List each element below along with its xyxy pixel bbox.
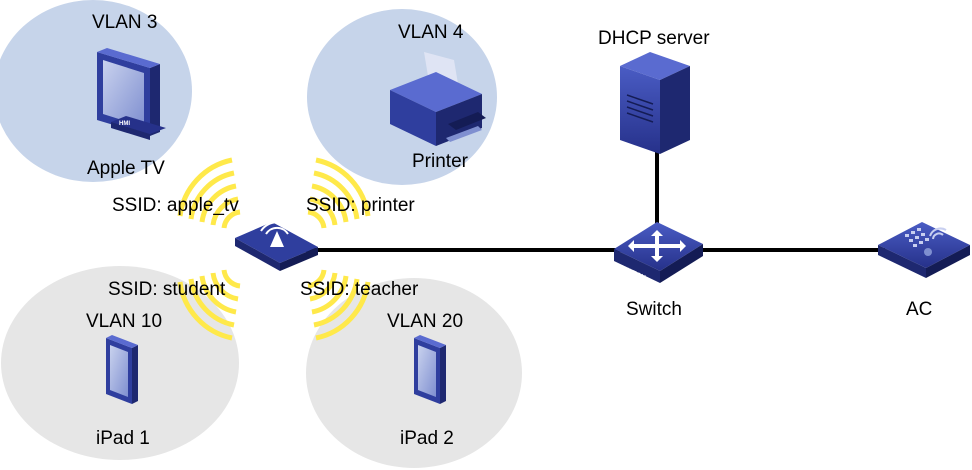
tablet-icon — [106, 335, 138, 404]
vlan-4-label: VLAN 4 — [398, 22, 464, 43]
ssid-teacher-label: SSID: teacher — [300, 279, 419, 300]
switch-label: Switch — [626, 299, 682, 320]
printer-label: Printer — [412, 151, 469, 172]
printer-icon — [390, 52, 486, 146]
tablet-icon — [414, 335, 446, 404]
vlan-3-label: VLAN 3 — [92, 12, 157, 33]
monitor-badge: HMI — [119, 121, 130, 127]
wifi-signal-lower-right — [307, 269, 371, 341]
ipad-2-label: iPad 2 — [400, 428, 454, 449]
access-controller-icon[interactable] — [878, 222, 970, 278]
monitor-icon: HMI — [97, 48, 166, 140]
vlan-20-label: VLAN 20 — [387, 311, 463, 332]
wifi-signal-upper-right — [307, 157, 371, 229]
switch-icon[interactable]: SWITCH — [614, 222, 703, 283]
wireless-ap-icon[interactable] — [235, 221, 318, 271]
ssid-student-label: SSID: student — [108, 279, 226, 300]
ipad-1-label: iPad 1 — [96, 428, 150, 449]
vlan-10-label: VLAN 10 — [86, 311, 162, 332]
apple-tv-label: Apple TV — [87, 158, 165, 179]
ac-label: AC — [906, 299, 932, 320]
ssid-printer-label: SSID: printer — [306, 195, 415, 216]
ssid-apple-tv-label: SSID: apple_tv — [112, 195, 239, 216]
wifi-signal-upper-left — [177, 157, 241, 229]
server-icon[interactable] — [620, 52, 690, 154]
wifi-signal-lower-left — [177, 269, 241, 341]
dhcp-server-label: DHCP server — [598, 28, 710, 49]
